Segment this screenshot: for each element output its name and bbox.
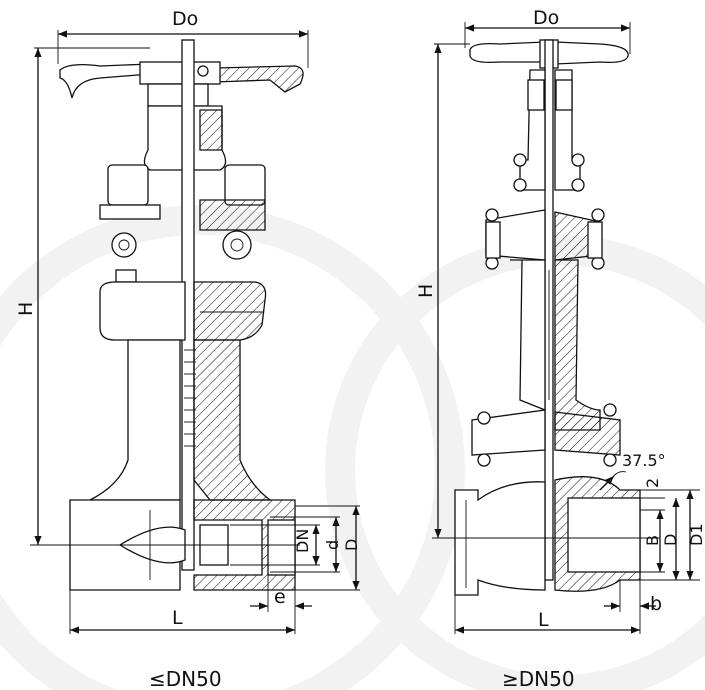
left-label-d-big: D [342,539,361,551]
left-dim-l [69,590,296,634]
right-label-two: 2 [643,478,662,488]
right-label-b-small: b [650,593,662,615]
right-label-d1: D1 [687,524,705,547]
left-bonnet-bolts [99,164,266,283]
left-dim-diameters [230,505,360,591]
right-dim-h [434,43,470,538]
left-label-h: H [15,302,37,316]
right-dim-diameters [640,490,700,581]
right-label-d-big: D [661,534,680,546]
right-label-do: Do [533,7,559,29]
left-dim-h [34,47,150,545]
left-caption: ≤DN50 [149,667,222,690]
right-dim-l [454,595,641,634]
left-dim-do [57,30,309,68]
left-label-l: L [172,607,183,629]
left-valve: Do H DN d D e [15,8,361,690]
left-neck [89,339,272,501]
right-neck [510,259,601,431]
right-lower-flange [471,403,621,467]
right-label-h: H [415,284,437,298]
right-label-l: L [538,609,549,631]
right-label-b-big: B [643,535,662,546]
right-dim-angle [599,471,627,491]
right-valve: Do H 37.5° 2 B D D1 [415,7,705,690]
right-dim-two [640,489,700,499]
left-bonnet [99,281,267,341]
left-label-e: e [274,586,286,608]
left-label-do: Do [172,8,198,30]
right-dim-b-small [604,580,656,612]
right-caption: ≥DN50 [502,667,575,690]
left-label-dn: DN [293,529,312,553]
left-yoke [143,39,227,571]
right-label-angle: 37.5° [622,451,666,470]
left-label-d-small: d [323,540,342,550]
right-bonnet [485,208,605,270]
left-dim-e [250,575,312,612]
